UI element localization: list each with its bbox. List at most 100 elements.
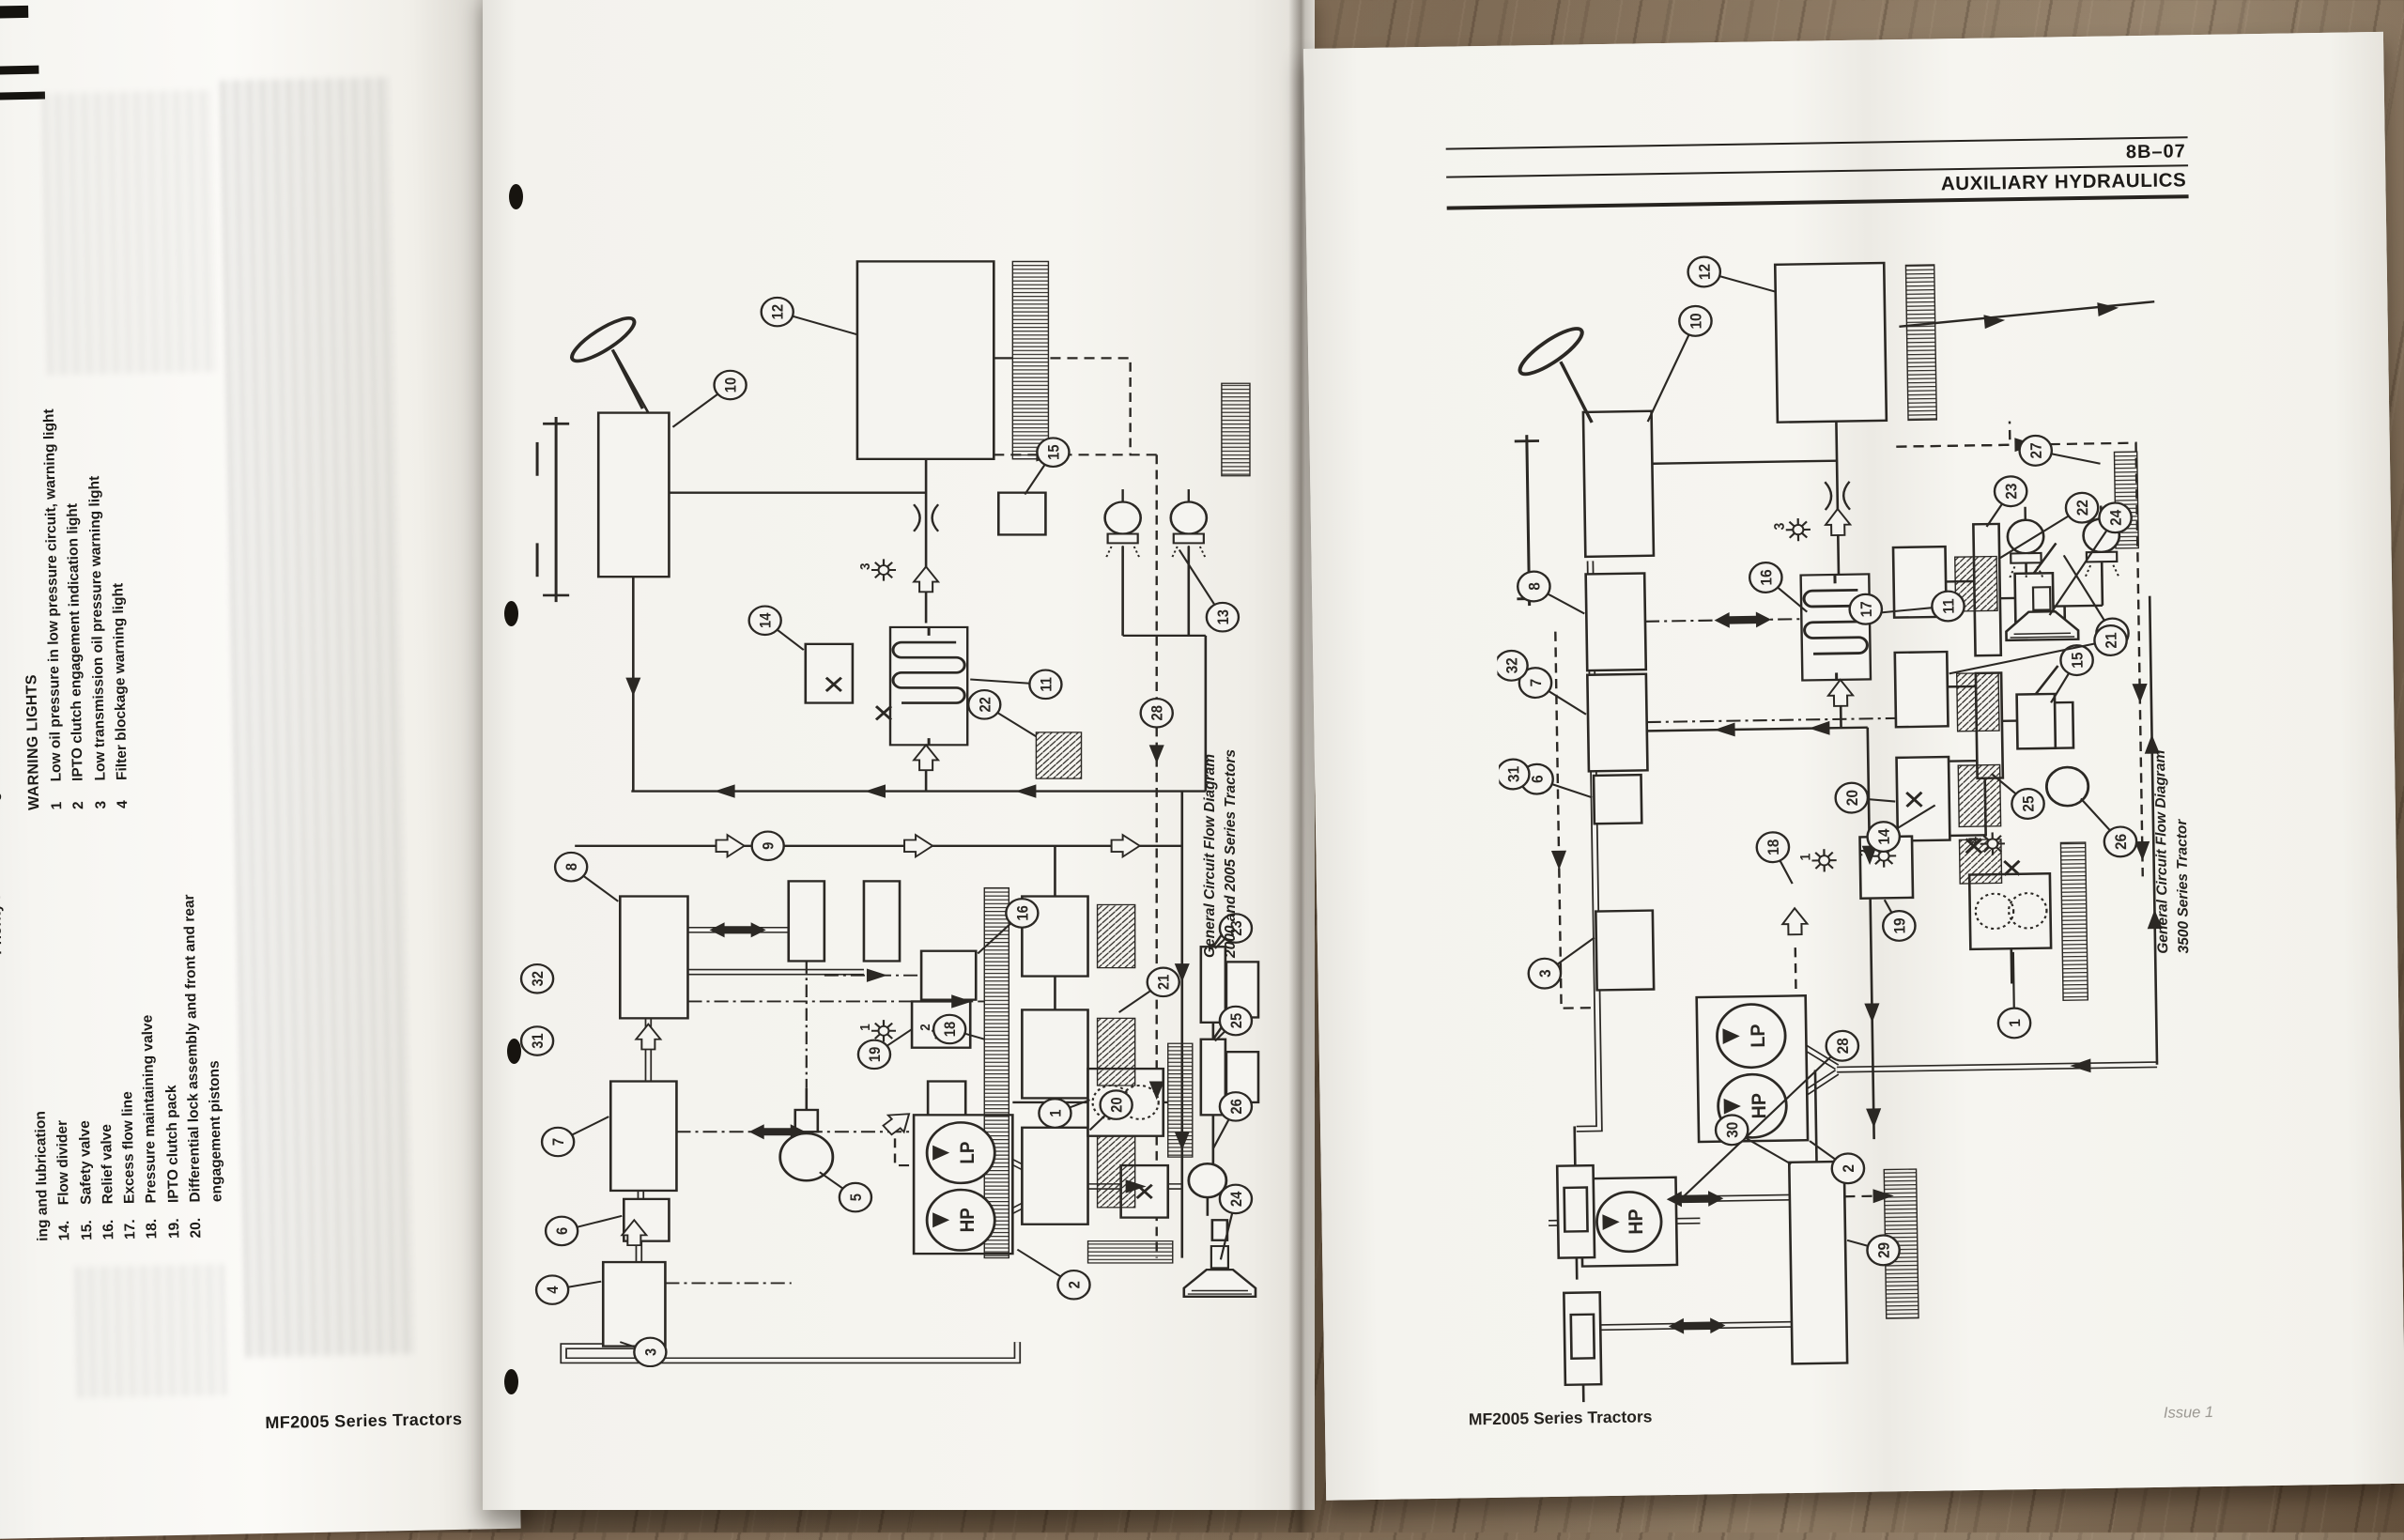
flow-arrow <box>625 678 640 697</box>
callout-number: 30 <box>1724 1122 1742 1138</box>
callout-number: 20 <box>1109 1097 1126 1113</box>
callout-8: 8 <box>1518 571 1584 615</box>
caption-line1: General Circuit Flow Diagram <box>1200 685 1221 958</box>
flow-arrow <box>715 784 735 797</box>
callout-number: 7 <box>1527 679 1545 687</box>
diagram-caption: General Circuit Flow Diagram 3500 Series… <box>2150 695 2196 954</box>
callout-number: 31 <box>530 1033 547 1049</box>
callout-number: 8 <box>563 863 580 870</box>
callout-number: 6 <box>1529 775 1547 783</box>
component-box <box>1969 873 2051 949</box>
callout-8: 8 <box>555 853 618 901</box>
callout-number: 4 <box>545 1286 562 1293</box>
warning-light-number: 1 <box>1798 854 1814 861</box>
callout-14: 14 <box>749 607 804 651</box>
component-box <box>1775 263 1887 423</box>
callout-22: 22 <box>968 690 1036 736</box>
spring-hatch <box>1036 732 1081 778</box>
callout-number: 21 <box>1156 974 1173 990</box>
callout-17: 17 <box>1849 594 1882 624</box>
legend-item-num: 18. <box>141 1203 163 1239</box>
callout-27: 27 <box>2019 435 2100 466</box>
callout-1: 1 <box>1039 1099 1089 1127</box>
component-box <box>610 1082 676 1191</box>
hydraulic-pump-icon: LP <box>1717 1004 1786 1068</box>
hollow-arrow <box>914 745 938 770</box>
valve-x-icon <box>2004 861 2019 875</box>
hydraulic-pump-icon: HP <box>1596 1192 1662 1253</box>
callout-number: 29 <box>1875 1242 1893 1258</box>
callout-number: 19 <box>867 1046 884 1062</box>
callout-number: 17 <box>1857 601 1875 617</box>
callout-7: 7 <box>1519 667 1586 715</box>
pilot-line-dashed <box>1896 422 2010 447</box>
callout-number: 10 <box>1687 313 1705 329</box>
callout-number: 13 <box>1215 609 1232 625</box>
hollow-arrow <box>636 1024 660 1050</box>
print-bar <box>0 66 39 75</box>
callout-number: 9 <box>761 841 778 849</box>
legend-block: ing and lubrication 14.Flow divider 15.S… <box>15 360 235 1241</box>
steering-wheel-icon <box>1513 322 1592 424</box>
reservoir-hatch <box>1012 261 1048 458</box>
callout-23: 23 <box>1986 476 2027 527</box>
callout-19: 19 <box>1883 900 1916 941</box>
callout-number: 15 <box>2069 652 2087 668</box>
circuit-diagram-3500: 3124LPHPHP123678101112131415161718192021… <box>1490 228 2172 1412</box>
legend-item-num: 19. <box>162 1203 185 1239</box>
component-box <box>864 881 900 961</box>
legend-items-column: ing and lubrication 14.Flow divider 15.S… <box>24 839 229 1241</box>
callout-31: 31 <box>1497 759 1530 789</box>
component-box <box>789 881 824 961</box>
pipe-line <box>1868 728 1874 1139</box>
callout-number: 7 <box>550 1138 567 1146</box>
callout-number: 20 <box>1843 790 1861 806</box>
hollow-arrow <box>914 566 938 592</box>
warning-item-num: 2 <box>68 781 90 809</box>
hollow-arrow <box>880 1105 917 1138</box>
hydraulic-pump-icon: LP <box>927 1122 994 1182</box>
callout-number: 18 <box>942 1022 959 1038</box>
hollow-arrow <box>1112 835 1140 856</box>
legend-partial-text: Priority flow to steering valve <box>0 751 5 955</box>
drain-line-dashdot <box>1647 718 1896 722</box>
flow-arrow <box>865 784 886 797</box>
component-box <box>1587 674 1647 772</box>
callout-15: 15 <box>2050 645 2093 702</box>
callout-number: 16 <box>1015 905 1032 921</box>
legend-item-num: 14. <box>54 1205 76 1240</box>
blurred-text-column <box>76 1264 229 1398</box>
component-box <box>1583 411 1654 557</box>
double-arrow <box>1714 611 1771 628</box>
callout-5: 5 <box>820 1172 871 1211</box>
flow-arrow <box>1809 721 1829 735</box>
flow-arrow <box>1015 784 1036 797</box>
legend-item-num: 20. <box>184 1202 228 1239</box>
legend-item-num: 17. <box>119 1204 142 1240</box>
callout-6: 6 <box>546 1216 622 1245</box>
punch-hole <box>507 1039 521 1064</box>
pump-label: LP <box>957 1142 979 1164</box>
callout-9: 9 <box>752 832 784 860</box>
pipe-line <box>1652 461 1837 464</box>
callout-number: 8 <box>1526 582 1544 591</box>
caption-line2: 2000 and 2005 Series Tractors <box>1221 685 1241 958</box>
suction-strainer-icon <box>1184 1246 1256 1297</box>
spring-hatch <box>1098 1018 1135 1086</box>
print-bar <box>0 6 28 19</box>
legend-partial-line: Priority flow to steering valve <box>0 514 6 955</box>
warning-item-num: 1 <box>46 781 69 809</box>
reservoir-hatch <box>1222 383 1250 476</box>
callout-number: 2 <box>1840 1164 1857 1173</box>
diagram-caption: General Circuit Flow Diagram 2000 and 20… <box>1200 685 1242 958</box>
callout-number: 11 <box>1039 677 1056 692</box>
callout-32: 32 <box>521 964 553 993</box>
pipe-line <box>2035 666 2058 694</box>
callout-number: 12 <box>770 304 787 320</box>
callout-6: 6 <box>1520 763 1592 799</box>
callout-7: 7 <box>542 1116 609 1156</box>
pilot-line-dashed <box>1795 947 1796 993</box>
oil-cooler-box <box>890 627 967 745</box>
callout-number: 14 <box>1875 828 1893 844</box>
